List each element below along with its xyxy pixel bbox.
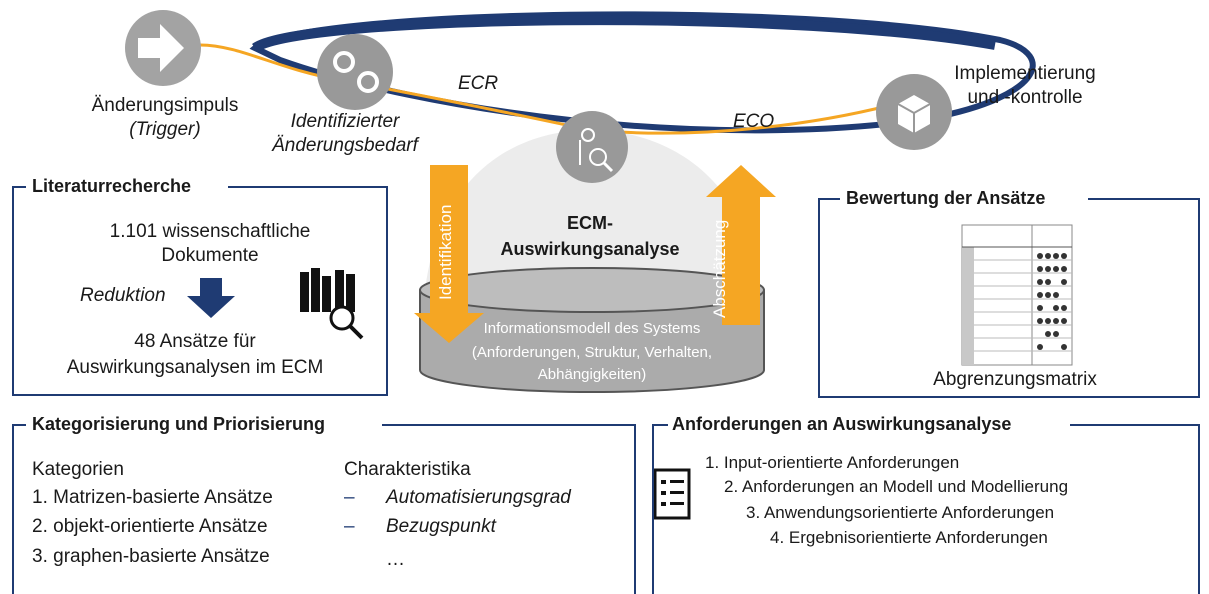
matrix-caption: Abgrenzungsmatrix <box>933 369 1097 390</box>
dash-bullet: – <box>344 487 355 508</box>
result-line1: 48 Ansätze für <box>134 331 256 352</box>
box-top-line <box>1070 424 1200 426</box>
category-item: 3. graphen-basierte Ansätze <box>32 546 270 567</box>
model-line3: Abhängigkeiten) <box>537 366 647 383</box>
model-line1: Informationsmodell des Systems <box>483 320 701 337</box>
docs-line2: Dokumente <box>161 245 259 266</box>
ellipsis: … <box>386 549 405 570</box>
trigger-label: Änderungsimpuls <box>91 95 239 116</box>
estimation-label: Abschätzung <box>710 219 729 318</box>
box-corner-line <box>12 424 26 426</box>
eco-label: ECO <box>733 111 775 132</box>
categorization-box <box>12 424 636 594</box>
characteristics-header: Charakteristika <box>344 459 471 480</box>
checklist-icon <box>653 468 691 520</box>
requirement-item: 1. Input-orientierte Anforderungen <box>705 453 960 472</box>
evaluation-title: Bewertung der Ansätze <box>842 187 1050 209</box>
result-line2: Auswirkungsanalysen im ECM <box>66 357 324 378</box>
estimation-up-arrow <box>706 165 776 325</box>
requirements-title: Anforderungen an Auswirkungsanalyse <box>668 413 1016 435</box>
characteristic-item: Automatisierungsgrad <box>386 487 571 508</box>
requirements-box <box>652 424 1200 594</box>
package-box-icon <box>876 74 952 150</box>
box-corner-line <box>12 186 26 188</box>
reduction-label: Reduktion <box>80 285 166 306</box>
identified-need-line2: Änderungsbedarf <box>272 135 418 156</box>
category-item: 2. objekt-orientierte Ansätze <box>32 516 268 537</box>
reduction-down-arrow <box>187 278 235 318</box>
implementation-line1: Implementierung <box>954 63 1096 84</box>
gears-icon <box>317 34 393 110</box>
model-line2: (Anforderungen, Struktur, Verhalten, <box>471 344 713 361</box>
requirement-item: 4. Ergebnisorientierte Anforderungen <box>770 528 1048 547</box>
characteristic-item: Bezugspunkt <box>386 516 496 537</box>
categories-header: Kategorien <box>32 459 124 480</box>
requirement-item: 3. Anwendungsorientierte Anforderungen <box>746 503 1055 522</box>
categorization-title: Kategorisierung und Priorisierung <box>28 413 330 435</box>
identification-down-arrow <box>414 165 484 343</box>
box-top-line <box>228 186 388 188</box>
box-corner-line <box>652 424 668 426</box>
implementation-line2: und -kontrolle <box>967 87 1083 108</box>
category-item: 1. Matrizen-basierte Ansätze <box>32 487 273 508</box>
literature-title: Literaturrecherche <box>28 175 196 197</box>
dash-bullet: – <box>344 516 355 537</box>
requirement-item: 2. Anforderungen an Modell und Modellier… <box>724 477 1069 496</box>
docs-line1: 1.101 wissenschaftliche <box>109 221 311 242</box>
box-top-line <box>1088 198 1200 200</box>
information-model-cylinder <box>419 267 765 393</box>
identified-need-line1: Identifizierter <box>290 111 400 132</box>
evaluation-box <box>818 198 1200 398</box>
box-top-line <box>382 424 636 426</box>
analysis-network-icon <box>556 111 628 183</box>
trigger-sub-label: (Trigger) <box>129 119 201 140</box>
box-corner-line <box>818 198 840 200</box>
literature-box <box>12 186 388 396</box>
ecr-label: ECR <box>458 73 499 94</box>
library-search-icon <box>300 268 364 340</box>
trigger-arrow-icon <box>125 10 201 86</box>
ecm-title-line1: ECM- <box>567 213 613 233</box>
ecm-title-line2: Auswirkungsanalyse <box>500 239 680 259</box>
identification-label: Identifikation <box>436 204 455 300</box>
abgrenzungs-matrix <box>961 224 1073 366</box>
